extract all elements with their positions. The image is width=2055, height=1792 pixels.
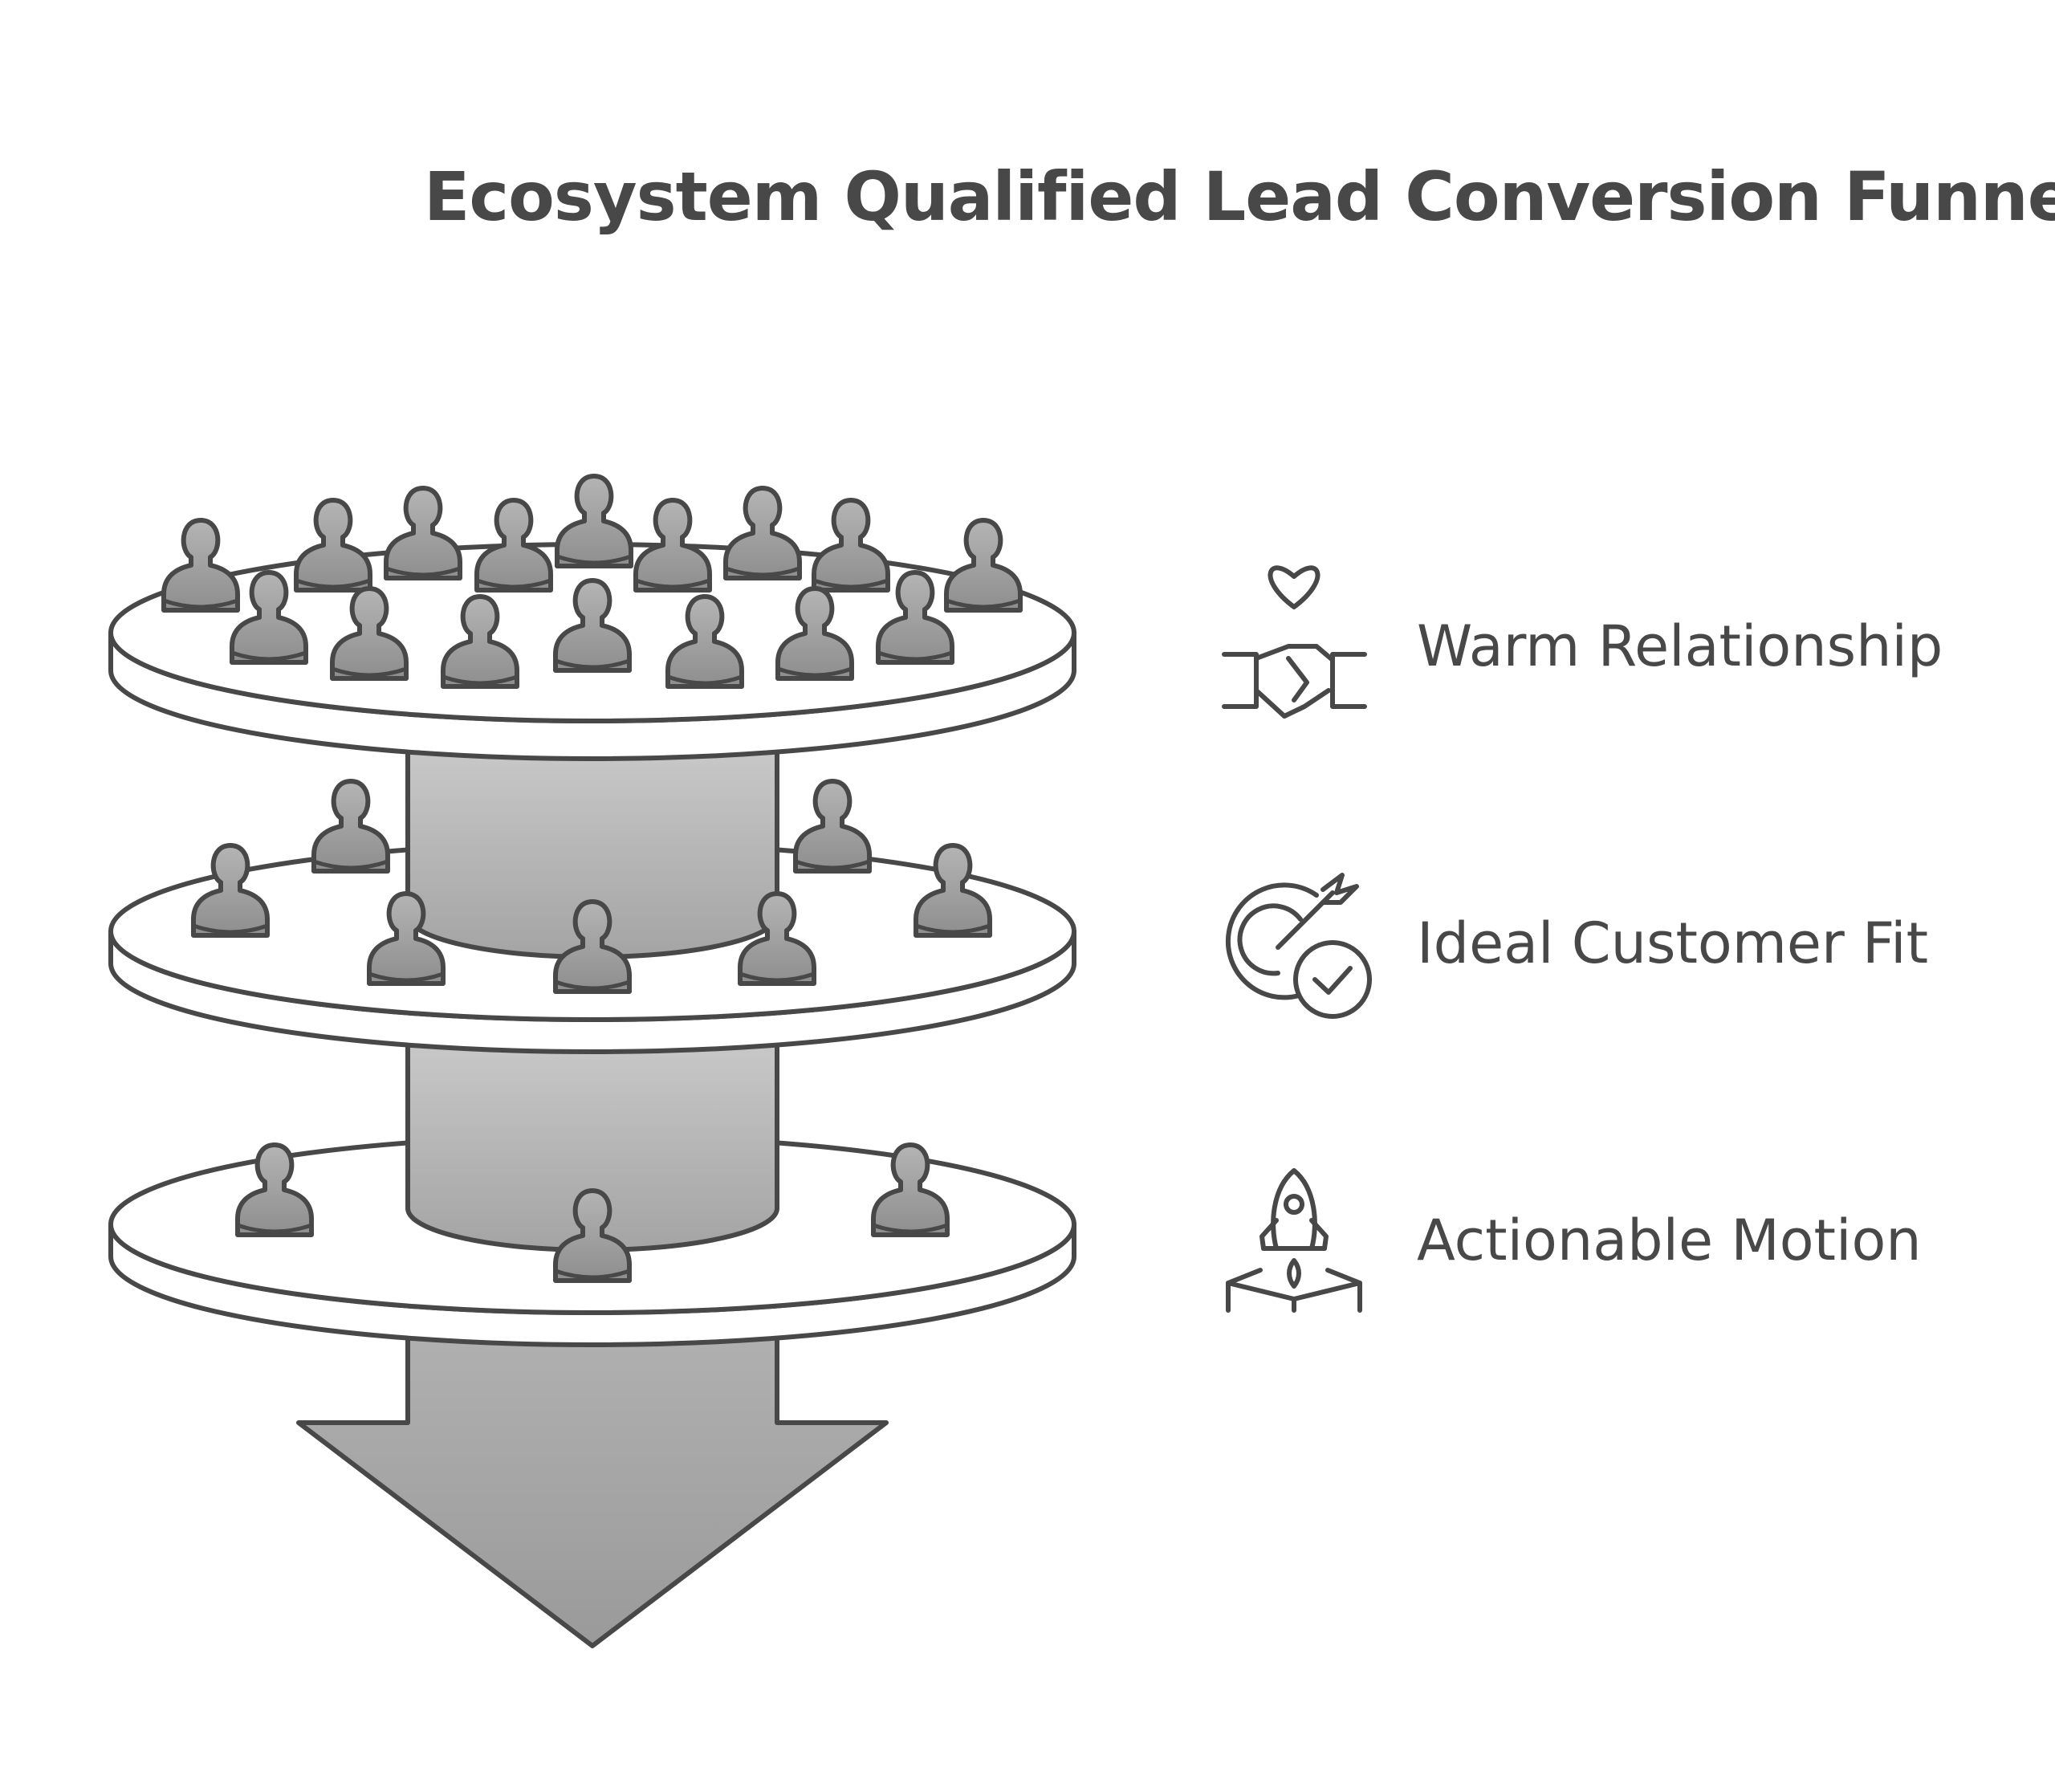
person-icon — [294, 498, 372, 593]
person-icon — [553, 899, 632, 994]
page-title: Ecosystem Qualified Lead Conversion Funn… — [424, 157, 2055, 236]
person-icon — [775, 586, 854, 681]
person-icon — [944, 518, 1023, 613]
person-icon — [876, 570, 954, 665]
person-icon — [191, 843, 270, 938]
person-icon — [793, 779, 872, 874]
person-icon — [553, 1188, 632, 1283]
people-layer — [161, 474, 1023, 1283]
person-icon — [914, 843, 992, 938]
rocket-launch-icon — [1226, 1168, 1362, 1313]
person-icon — [230, 570, 308, 665]
person-icon — [161, 518, 240, 613]
person-icon — [384, 486, 462, 580]
person-icon — [871, 1142, 950, 1237]
person-icon — [330, 586, 409, 681]
person-icon — [633, 498, 712, 593]
stage-label-ideal-customer-fit: Ideal Customer Fit — [1417, 910, 1929, 976]
person-icon — [235, 1142, 314, 1237]
person-icon — [553, 578, 632, 673]
person-icon — [367, 891, 446, 986]
person-icon — [723, 486, 802, 580]
person-icon — [311, 779, 390, 874]
person-icon — [555, 474, 633, 568]
person-icon — [474, 498, 553, 593]
person-icon — [812, 498, 890, 593]
person-icon — [665, 594, 744, 689]
person-icon — [441, 594, 519, 689]
stage-label-warm-relationship: Warm Relationship — [1417, 613, 1943, 679]
person-icon — [738, 891, 816, 986]
stage-label-actionable-motion: Actionable Motion — [1417, 1208, 1922, 1273]
funnel-arrow — [296, 1330, 889, 1648]
target-check-icon — [1225, 873, 1372, 1019]
handshake-heart-icon — [1222, 565, 1367, 719]
